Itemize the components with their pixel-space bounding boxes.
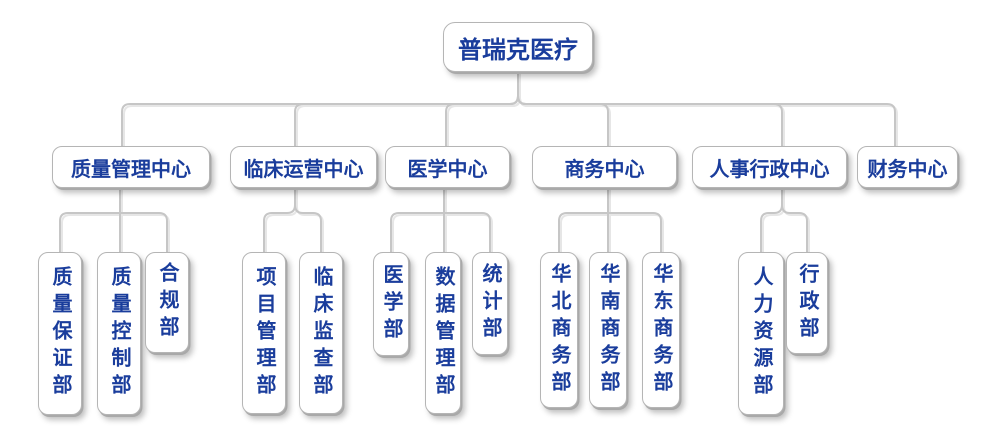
node-center-business: 商务中心: [532, 146, 677, 188]
node-dept-statistics: 统计部: [472, 252, 508, 355]
node-dept-east-china-business: 华东商务部: [642, 252, 680, 408]
node-dept-medical-affairs: 医学部: [373, 252, 409, 356]
node-label: 临床运营中心: [243, 158, 364, 181]
node-dept-quality-control: 质量控制部: [97, 252, 141, 415]
node-dept-administration: 行政部: [786, 252, 828, 354]
node-dept-north-china-business: 华北商务部: [540, 252, 578, 408]
node-label: 质量保证部: [49, 266, 71, 401]
node-center-hr-admin: 人事行政中心: [692, 146, 847, 188]
node-label: 商务中心: [564, 158, 645, 181]
node-label: 项目管理部: [253, 265, 275, 401]
node-center-finance: 财务中心: [857, 146, 958, 188]
node-label: 普瑞克医疗: [458, 36, 578, 64]
node-label: 华北商务部: [548, 262, 570, 398]
node-label: 合规部: [156, 262, 178, 343]
node-label: 质量控制部: [108, 266, 130, 401]
node-label: 华南商务部: [597, 262, 619, 398]
node-dept-data-management: 数据管理部: [425, 252, 461, 414]
node-label: 人力资源部: [750, 266, 772, 401]
node-label: 数据管理部: [432, 265, 454, 401]
node-dept-project-management: 项目管理部: [242, 252, 286, 414]
node-dept-compliance: 合规部: [145, 252, 189, 353]
node-label: 财务中心: [867, 158, 948, 181]
node-dept-south-china-business: 华南商务部: [589, 252, 627, 408]
node-label: 医学部: [380, 263, 402, 345]
node-label: 质量管理中心: [71, 158, 191, 181]
node-label: 行政部: [796, 262, 818, 344]
node-dept-human-resources: 人力资源部: [738, 252, 784, 415]
node-center-medical: 医学中心: [385, 146, 510, 188]
node-company-root: 普瑞克医疗: [443, 22, 593, 72]
node-dept-quality-assurance: 质量保证部: [38, 252, 82, 415]
node-center-clinical-operations: 临床运营中心: [230, 146, 377, 188]
node-dept-clinical-monitoring: 临床监查部: [299, 252, 343, 414]
node-label: 临床监查部: [310, 265, 332, 401]
node-label: 人事行政中心: [709, 158, 830, 181]
node-label: 医学中心: [407, 158, 488, 181]
node-label: 统计部: [479, 263, 501, 344]
node-center-quality-management: 质量管理中心: [52, 146, 210, 188]
node-label: 华东商务部: [650, 262, 672, 398]
